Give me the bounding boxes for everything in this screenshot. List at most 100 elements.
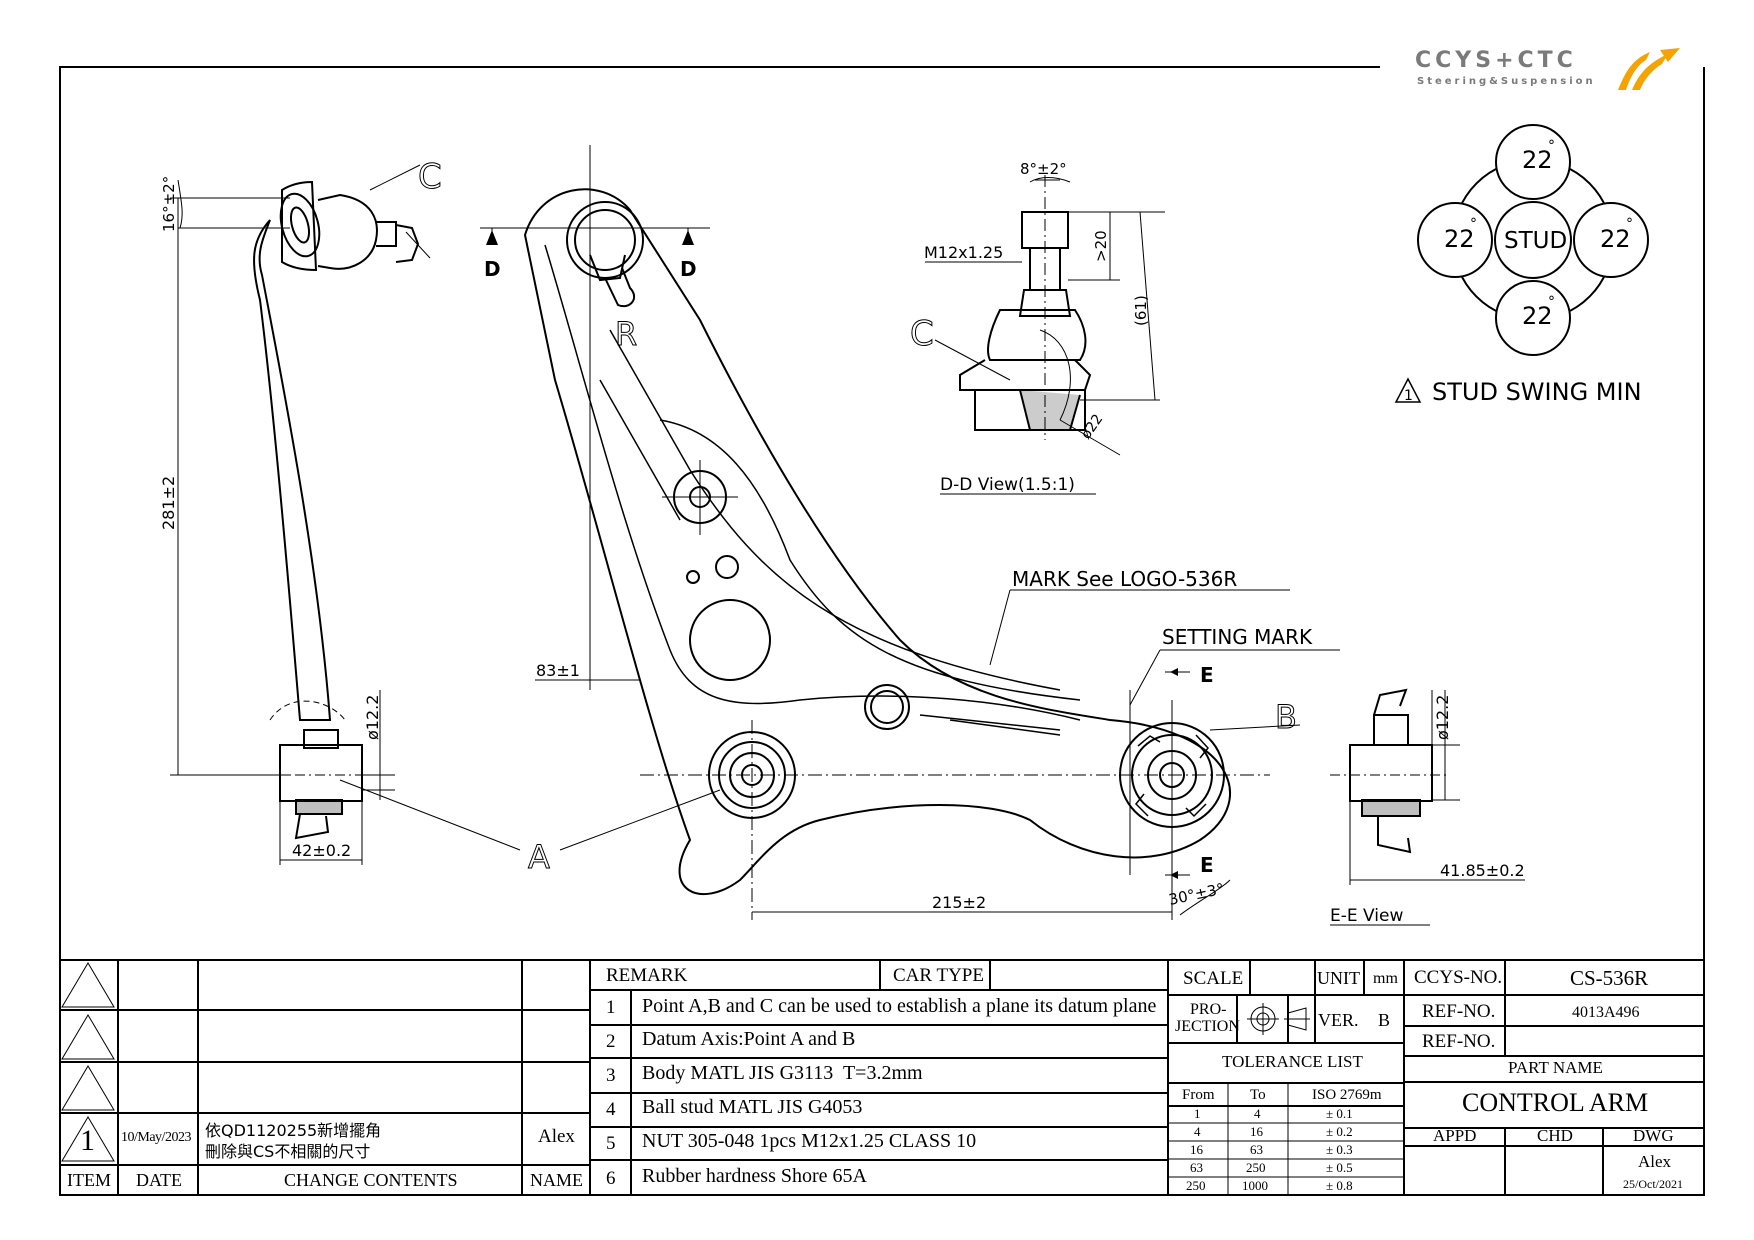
remark-no-5: 5	[606, 1133, 616, 1154]
label-c-dd: C	[910, 314, 934, 354]
label-c-top: C	[418, 157, 442, 197]
tol-row-4-iso: ± 0.5	[1326, 1160, 1353, 1175]
label-e-bottom: E	[1200, 853, 1214, 877]
title-block-grid	[60, 960, 1704, 1195]
dd-view	[959, 211, 1092, 431]
tol-header-iso: ISO 2769m	[1312, 1087, 1382, 1103]
remark-header: REMARK	[606, 965, 688, 986]
label-b: B	[1275, 698, 1297, 736]
rev-header-content: CHANGE CONTENTS	[284, 1170, 458, 1190]
tol-row-5-to: 1000	[1242, 1178, 1268, 1193]
logo-name: CCYS+CTC	[1415, 48, 1577, 73]
ref-no-2-label: REF-NO.	[1422, 1031, 1496, 1052]
dim-len-281: 281±2	[159, 476, 178, 530]
dim-ang-30: 30°±3°	[1167, 880, 1226, 909]
tol-row-3-to: 63	[1250, 1142, 1263, 1157]
chd-label: CHD	[1537, 1126, 1573, 1145]
tol-row-1-from: 1	[1194, 1106, 1201, 1121]
dim-w-41-85: 41.85±0.2	[1440, 861, 1525, 880]
rev-row-4-content-line1: 依QD1120255新增擺角	[205, 1121, 382, 1140]
swing-degree-left: °	[1470, 216, 1477, 232]
dim-dia-22: ø22	[1078, 411, 1106, 442]
rev-header-name: NAME	[530, 1170, 583, 1190]
swing-degree-top: °	[1548, 138, 1555, 154]
plan-view	[523, 188, 1231, 896]
side-view	[253, 180, 431, 840]
dim-len-61: (61)	[1132, 295, 1150, 326]
warning-symbol: 1	[1404, 388, 1413, 404]
remark-text-2: Datum Axis:Point A and B	[642, 1028, 856, 1050]
dim-w-42: 42±0.2	[292, 841, 351, 860]
label-a: A	[528, 838, 550, 876]
unit-label: UNIT	[1317, 968, 1360, 988]
remark-text-1: Point A,B and C can be used to establish…	[642, 995, 1157, 1017]
stud-swing-diagram	[1394, 124, 1649, 403]
remark-text-5: NUT 305-048 1pcs M12x1.25 CLASS 10	[642, 1130, 977, 1152]
dwg-label: DWG	[1633, 1126, 1674, 1145]
tol-row-5-iso: ± 0.8	[1326, 1178, 1353, 1193]
label-d-left: D	[484, 257, 501, 281]
dim-len-215: 215±2	[932, 893, 986, 912]
ccys-no-label: CCYS-NO.	[1414, 967, 1503, 988]
swing-value-right: 22	[1600, 225, 1631, 253]
ccys-no-value: CS-536R	[1570, 966, 1649, 990]
swing-value-top: 22	[1522, 146, 1553, 174]
remark-text-4: Ball stud MATL JIS G4053	[642, 1096, 863, 1118]
dim-dia-12-2-right: ø12.2	[1433, 695, 1452, 740]
tolerance-title: TOLERANCE LIST	[1222, 1052, 1363, 1071]
tol-row-2-from: 4	[1194, 1124, 1201, 1139]
ref-no-1-value: 4013A496	[1572, 1004, 1640, 1021]
ver-value: B	[1378, 1010, 1391, 1030]
tol-row-2-to: 16	[1250, 1124, 1263, 1139]
swing-value-bottom: 22	[1522, 302, 1553, 330]
remark-no-3: 3	[606, 1065, 616, 1086]
note-dd-view: D-D View(1.5:1)	[940, 475, 1075, 495]
logo-mark-icon	[1618, 48, 1680, 90]
rev-header-item: ITEM	[67, 1170, 111, 1190]
rev-row-4-item: 1	[80, 1124, 95, 1157]
company-logo: CCYS+CTC Steering&Suspension	[1415, 46, 1695, 96]
rev-row-4-name: Alex	[538, 1126, 575, 1147]
part-name-value: CONTROL ARM	[1462, 1088, 1649, 1117]
swing-degree-bottom: °	[1548, 294, 1555, 310]
dim-off-83: 83±1	[536, 661, 580, 680]
ee-view	[1330, 688, 1450, 854]
label-d-right: D	[680, 257, 697, 281]
tol-row-5-from: 250	[1186, 1178, 1206, 1193]
drawing-border	[59, 66, 1705, 1196]
rev-row-4-content-line2: 刪除與CS不相關的尺寸	[205, 1142, 371, 1161]
remark-no-2: 2	[606, 1031, 616, 1052]
stud-swing-title: STUD SWING MIN	[1432, 378, 1642, 406]
dim-gt20: >20	[1092, 230, 1110, 262]
rev-header-date: DATE	[136, 1170, 182, 1190]
ref-no-1-label: REF-NO.	[1422, 1001, 1496, 1022]
note-ee-view: E-E View	[1330, 906, 1403, 926]
remark-text-6: Rubber hardness Shore 65A	[642, 1165, 867, 1187]
rev-row-4-date: 10/May/2023	[121, 1130, 191, 1145]
dim-angle-16: 16°±2°	[160, 176, 178, 232]
swing-degree-right: °	[1626, 216, 1633, 232]
dwg-name: Alex	[1638, 1152, 1672, 1171]
projection-label-1: PRO-	[1190, 1001, 1227, 1018]
label-e-top: E	[1200, 663, 1214, 687]
remark-text-3: Body MATL JIS G3113 T=3.2mm	[642, 1062, 923, 1084]
tol-row-1-iso: ± 0.1	[1326, 1106, 1353, 1121]
tol-header-to: To	[1250, 1087, 1266, 1103]
swing-center-label: STUD	[1504, 228, 1567, 254]
logo-tagline: Steering&Suspension	[1417, 76, 1596, 87]
car-type-label: CAR TYPE	[893, 965, 984, 986]
tol-row-1-to: 4	[1254, 1106, 1261, 1121]
remark-no-4: 4	[606, 1099, 616, 1120]
scale-label: SCALE	[1183, 968, 1244, 989]
label-r: R	[615, 315, 637, 353]
dim-ang-8: 8°±2°	[1020, 160, 1067, 178]
note-setting-mark: SETTING MARK	[1162, 625, 1313, 649]
tol-row-2-iso: ± 0.2	[1326, 1124, 1353, 1139]
tol-row-4-from: 63	[1190, 1160, 1203, 1175]
tol-header-from: From	[1182, 1087, 1215, 1103]
dim-dia-12-2-left: ø12.2	[363, 695, 382, 740]
ver-label: VER.	[1318, 1010, 1359, 1030]
swing-value-left: 22	[1444, 225, 1475, 253]
remark-no-6: 6	[606, 1168, 616, 1189]
